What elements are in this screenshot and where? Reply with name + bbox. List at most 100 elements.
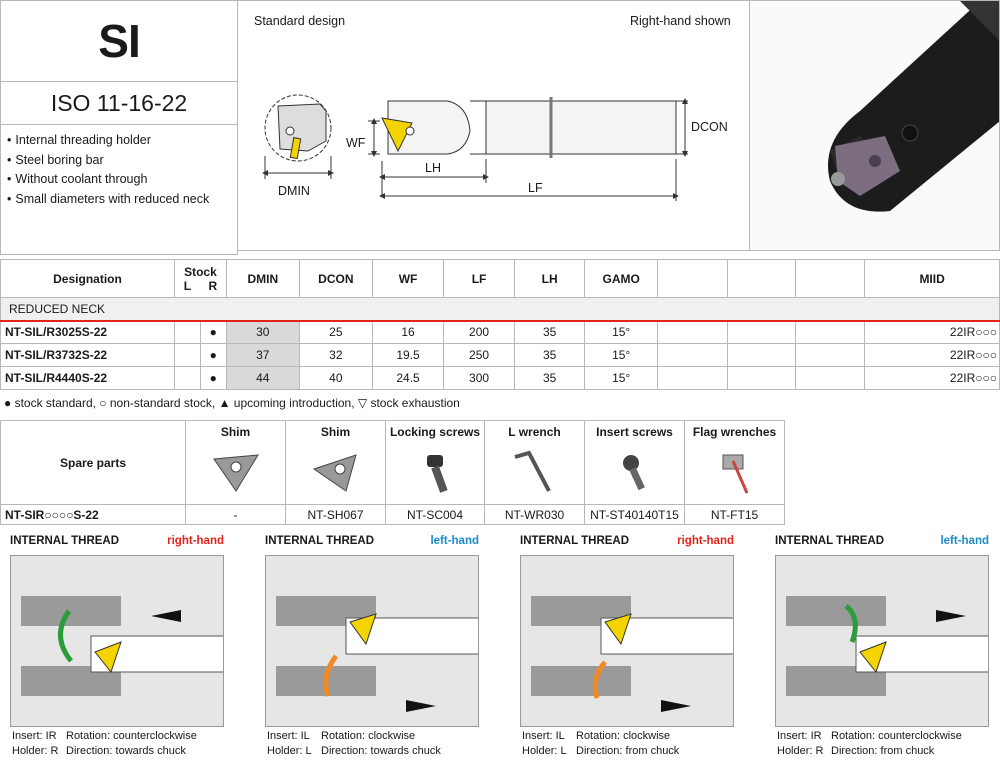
col-designation: Designation <box>0 259 175 298</box>
product-table: Designation Stock L R DMIN DCON WF LF LH… <box>0 259 1000 390</box>
panel-header: INTERNAL THREAD left-hand <box>775 535 989 547</box>
thread-panel: INTERNAL THREAD right-hand Insert: IR Rota… <box>4 535 224 765</box>
feature-list: Internal threading holder Steel boring b… <box>0 125 238 255</box>
gamo-cell: 15° <box>584 320 658 344</box>
lf-cell: 250 <box>443 343 515 367</box>
spare-value: NT-SC004 <box>385 504 485 525</box>
stock-legend: ● stock standard, ○ non-standard stock, … <box>4 396 460 410</box>
thread-illustration <box>265 555 479 727</box>
designation-cell: NT-SIL/R3025S-22 <box>0 320 175 344</box>
flag-wrench-image <box>684 442 785 505</box>
spare-parts-table: Spare parts Shim Shim Locking screws L w… <box>0 420 785 525</box>
dcon-cell: 40 <box>298 366 373 390</box>
stock-r-cell: ● <box>199 343 227 367</box>
miid-cell: 22IR○○○ <box>864 343 1000 367</box>
empty-cell <box>726 366 797 390</box>
shim-image <box>285 442 386 505</box>
feature-item: Small diameters with reduced neck <box>7 190 231 210</box>
iso-code: ISO 11-16-22 <box>0 82 238 125</box>
spare-value: - <box>185 504 286 525</box>
panel-hand: right-hand <box>167 535 224 547</box>
spare-header: Insert screws <box>584 420 685 443</box>
wf-cell: 24.5 <box>371 366 445 390</box>
stock-r-cell: ● <box>199 366 227 390</box>
panel-title: INTERNAL THREAD <box>10 535 120 547</box>
empty-cell <box>795 366 866 390</box>
product-photo <box>750 0 1000 251</box>
panel-title: INTERNAL THREAD <box>775 535 885 547</box>
dmin-label: DMIN <box>278 184 310 198</box>
thread-illustration <box>10 555 224 727</box>
spare-header: Locking screws <box>385 420 485 443</box>
holder-value: Direction: towards chuck <box>321 745 441 757</box>
holder-key: Holder: L <box>267 745 312 757</box>
insert-value: Rotation: counterclockwise <box>66 730 197 742</box>
feature-item: Without coolant through <box>7 170 231 190</box>
col-empty <box>656 259 728 298</box>
spare-header: L wrench <box>484 420 585 443</box>
thread-illustration <box>775 555 989 727</box>
table-row: NT-SIL/R3025S-22 ● 30 25 16 200 35 15° 2… <box>0 320 1000 344</box>
insert-value: Rotation: counterclockwise <box>831 730 962 742</box>
technical-drawing: Standard design Right-hand shown DMIN WF… <box>238 0 750 251</box>
holder-key: Holder: R <box>777 745 824 757</box>
col-gamo: GAMO <box>584 259 658 298</box>
wf-cell: 19.5 <box>371 343 445 367</box>
col-stock: Stock L R <box>173 259 227 298</box>
stock-l-cell <box>173 343 201 367</box>
product-title: SI <box>0 0 238 82</box>
lh-label: LH <box>425 161 441 175</box>
panel-hand: left-hand <box>940 535 989 547</box>
holder-value: Direction: towards chuck <box>66 745 186 757</box>
stock-r-cell: ● <box>199 320 227 344</box>
col-wf: WF <box>371 259 445 298</box>
panel-header: INTERNAL THREAD right-hand <box>10 535 224 547</box>
wf-cell: 16 <box>371 320 445 344</box>
stock-l-cell <box>173 320 201 344</box>
col-dmin: DMIN <box>225 259 300 298</box>
table-header-row: Designation Stock L R DMIN DCON WF LF LH… <box>0 259 1000 298</box>
lf-cell: 200 <box>443 320 515 344</box>
lf-label: LF <box>528 181 543 195</box>
col-dcon: DCON <box>298 259 373 298</box>
dcon-label: DCON <box>691 120 728 134</box>
empty-cell <box>795 343 866 367</box>
insert-key: Insert: IR <box>12 730 57 742</box>
holder-drawing <box>262 94 688 201</box>
spare-header: Flag wrenches <box>684 420 785 443</box>
shim-image <box>185 442 286 505</box>
col-lh: LH <box>513 259 586 298</box>
holder-value: Direction: from chuck <box>831 745 935 757</box>
feature-item: Internal threading holder <box>7 131 231 151</box>
right-hand-label: Right-hand shown <box>630 14 731 28</box>
spare-value: NT-FT15 <box>684 504 785 525</box>
dcon-cell: 25 <box>298 320 373 344</box>
spare-header-row: Spare parts Shim Shim Locking screws L w… <box>0 420 785 505</box>
miid-cell: 22IR○○○ <box>864 366 1000 390</box>
empty-cell <box>656 343 728 367</box>
holder-photo-image <box>750 1 999 250</box>
insert-key: Insert: IL <box>267 730 310 742</box>
l-wrench-image <box>484 442 585 505</box>
dcon-cell: 32 <box>298 343 373 367</box>
dmin-cell: 30 <box>225 320 300 344</box>
spare-row-label: NT-SIR○○○○S-22 <box>0 504 186 525</box>
lf-cell: 300 <box>443 366 515 390</box>
panel-hand: left-hand <box>430 535 479 547</box>
section-label: REDUCED NECK <box>0 297 1000 322</box>
spare-value: NT-WR030 <box>484 504 585 525</box>
insert-screw-image <box>584 442 685 505</box>
holder-key: Holder: R <box>12 745 59 757</box>
col-stock-sub: L R <box>175 279 226 293</box>
col-empty <box>795 259 866 298</box>
table-row: NT-SIL/R3732S-22 ● 37 32 19.5 250 35 15°… <box>0 343 1000 367</box>
holder-value: Direction: from chuck <box>576 745 680 757</box>
lh-cell: 35 <box>513 343 586 367</box>
designation-cell: NT-SIL/R4440S-22 <box>0 366 175 390</box>
col-stock-r: R <box>208 278 218 293</box>
